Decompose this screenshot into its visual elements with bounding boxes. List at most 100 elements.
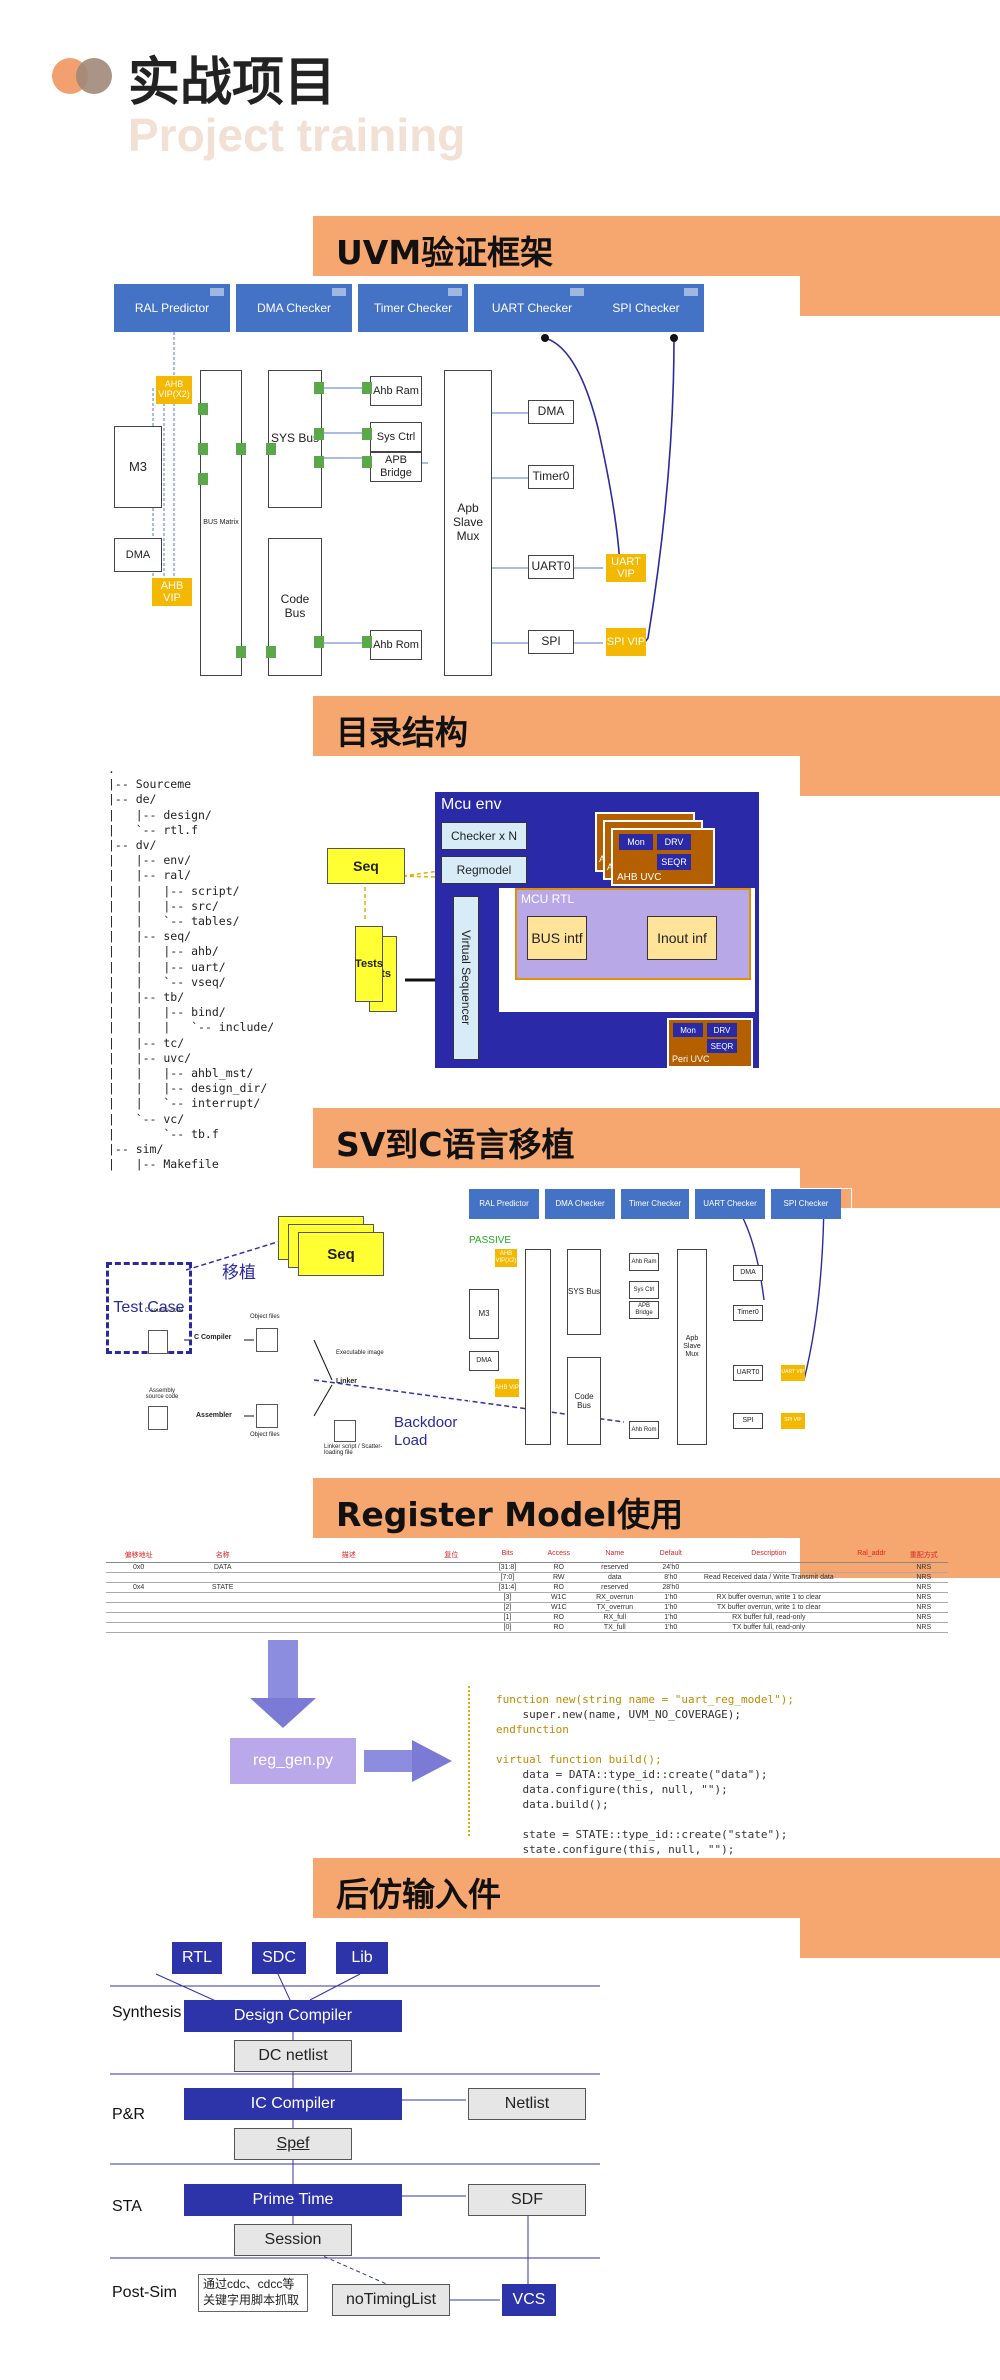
reg-cell: DATA <box>213 1564 232 1571</box>
reg-cell: W1C <box>550 1594 567 1601</box>
tree-line: | | `-- vseq/ <box>108 974 226 989</box>
c-compiler-label: C Compiler <box>194 1334 232 1341</box>
code-line: state = STATE::type_id::create("state"); <box>496 1828 788 1841</box>
tree-line: | |-- tc/ <box>108 1035 185 1050</box>
reg-cell: RO <box>553 1624 565 1631</box>
apb-bridge-box: APB Bridge <box>370 452 422 482</box>
mcu-rtl-label: MCU RTL <box>521 892 575 906</box>
banner-tail <box>800 756 1000 796</box>
tree-line: | | |-- ahb/ <box>108 944 219 959</box>
mini-periph-timer0: Timer0 <box>733 1305 763 1321</box>
reg-cell <box>171 1594 274 1601</box>
reg-cell <box>274 1584 423 1591</box>
reg-cell: 0x0 <box>133 1564 145 1571</box>
reg-cell: 1'h0 <box>664 1604 678 1611</box>
reg-cell <box>171 1614 274 1621</box>
reg-cell: TX_overrun <box>596 1604 634 1611</box>
reg-cell <box>106 1624 171 1631</box>
sdf-box: SDF <box>468 2184 586 2216</box>
reg-cell <box>843 1594 899 1601</box>
mini-bus-matrix <box>525 1249 551 1445</box>
vcs-box: VCS <box>502 2284 556 2316</box>
tree-line: | | |-- ahbl_mst/ <box>108 1066 254 1081</box>
port-marker <box>198 473 208 485</box>
netlist-box: Netlist <box>468 2088 586 2120</box>
exec-image-label: Executable image <box>336 1350 384 1356</box>
bus-matrix-label: BUS Matrix <box>203 518 239 526</box>
ahb-vip-bottom: AHB VIP <box>152 578 192 606</box>
code-line: super.new(name, UVM_NO_COVERAGE); <box>496 1708 742 1721</box>
reg-cell: TX_full <box>603 1624 626 1631</box>
reg-cell: TX buffer overrun, write 1 to clear <box>716 1604 821 1611</box>
uart-vip-box: UART VIP <box>606 554 646 582</box>
reg-cell: NRS <box>916 1574 932 1581</box>
tree-line: | |-- seq/ <box>108 929 192 944</box>
right-arrow-icon <box>412 1740 452 1782</box>
reg-cell: [3] <box>503 1594 512 1601</box>
uvm-diagram: RAL Predictor DMA Checker Timer Checker … <box>108 278 708 683</box>
checker-tag <box>570 288 584 296</box>
mini-apb-bridge: APB Bridge <box>629 1301 659 1319</box>
c-source-icon <box>148 1330 168 1354</box>
reg-cell <box>274 1614 423 1621</box>
ahb-uvc-label: AHB UVC <box>617 872 662 883</box>
banner-tail <box>800 276 1000 316</box>
object-files-bottom-label: Object files <box>250 1432 280 1438</box>
tree-line: | `-- vc/ <box>108 1111 185 1126</box>
reg-cell: [0] <box>503 1624 512 1631</box>
port-marker <box>266 646 276 658</box>
reg-cell <box>694 1584 843 1591</box>
stage-postsim: Post-Sim <box>112 2284 177 2301</box>
mini-periph-spi: SPI <box>733 1413 763 1429</box>
tree-line: | |-- Makefile <box>108 1157 219 1172</box>
generated-code: function new(string name = "uart_reg_mod… <box>496 1692 794 1872</box>
mini-code-bus: Code Bus <box>567 1357 601 1445</box>
code-gutter <box>468 1686 470 1836</box>
reg-cell <box>274 1624 423 1631</box>
reg-cell: [1] <box>503 1614 512 1621</box>
reg-cell: Read Received data / Write Transmit data <box>703 1574 834 1581</box>
tree-line: | |-- uvc/ <box>108 1050 192 1065</box>
tree-line: | | `-- interrupt/ <box>108 1096 261 1111</box>
flow-lines <box>110 1973 600 2301</box>
spef-box: Spef <box>234 2128 352 2160</box>
directory-tree: .|-- Sourceme|-- de/| |-- design/| `-- r… <box>108 762 274 1172</box>
reg-cell <box>274 1604 423 1611</box>
spi-vip-box: SPI VIP <box>606 628 646 656</box>
port-marker <box>198 403 208 415</box>
reg-header-cell: Default <box>659 1550 682 1557</box>
linker-label: Linker <box>336 1378 358 1385</box>
reg-cell: NRS <box>916 1624 932 1631</box>
reg-cell <box>843 1614 899 1621</box>
reg-cell: 1'h0 <box>664 1614 678 1621</box>
reg-cell: TX buffer full, read-only <box>732 1624 806 1631</box>
mini-periph-uart0: UART0 <box>733 1365 763 1381</box>
sys-bus-box: SYS Bus <box>268 370 322 508</box>
c-source-label: C source code <box>144 1308 184 1314</box>
tree-line: | |-- design/ <box>108 807 212 822</box>
reg-cell <box>171 1574 274 1581</box>
reg-cell <box>423 1614 479 1621</box>
mcu-rtl-area: MCU RTL BUS intf Inout inf <box>499 888 755 1012</box>
mini-periph-dma: DMA <box>733 1265 763 1281</box>
reg-cell: [2] <box>503 1604 512 1611</box>
reg-cell: RO <box>553 1614 565 1621</box>
prime-time-box: Prime Time <box>184 2184 402 2216</box>
asm-source-label: Assembly source code <box>145 1388 179 1400</box>
reg-cell: data <box>607 1574 622 1581</box>
periph-timer0-box: Timer0 <box>528 465 574 489</box>
page-title: 实战项目 <box>128 53 337 113</box>
reg-cell <box>171 1624 274 1631</box>
port-marker <box>362 382 372 394</box>
code-line: endfunction <box>496 1723 569 1736</box>
port-marker <box>362 428 372 440</box>
reg-cell <box>423 1594 479 1601</box>
inout-inf-box: Inout inf <box>647 916 717 960</box>
